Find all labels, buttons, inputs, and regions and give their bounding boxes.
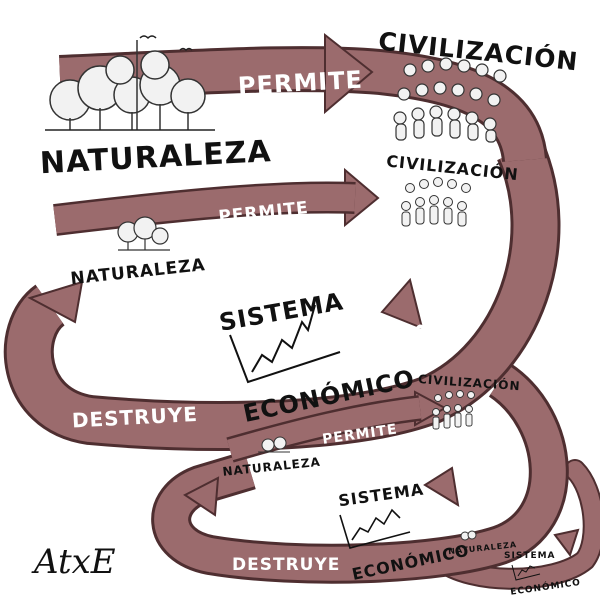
forest-illustration-medium: [117, 216, 170, 251]
permite-label-3: PERMITE: [409, 249, 485, 344]
sistema-label-3: SISTEMA: [504, 551, 556, 561]
forest-illustration-tiny: [460, 530, 477, 541]
economic-chart-icon-small: [511, 564, 541, 581]
spiral-band-4: [429, 459, 600, 590]
arrowhead-lower-left: [183, 476, 220, 517]
economic-chart-icon-large: [229, 304, 341, 384]
naturaleza-label-2: NATURALEZA: [70, 255, 207, 289]
band-segments: [53, 181, 422, 463]
arrowhead-permite-3: [423, 466, 460, 507]
arrowhead-top: [324, 32, 374, 115]
permite-label-1: PERMITE: [237, 66, 363, 101]
permite-label-5: PERMITE: [458, 426, 523, 507]
civilizacion-label-3: CIVILIZACIÓN: [418, 371, 521, 393]
artist-signature: AtxE: [31, 542, 116, 582]
naturaleza-label-1: NATURALEZA: [39, 134, 272, 181]
arrowhead-permite-2: [380, 277, 424, 330]
arrowheads: [27, 32, 580, 558]
crowd-illustration-small: [432, 390, 475, 430]
spiral-band-3: [151, 363, 569, 584]
crowd-illustration-large: [393, 57, 507, 143]
forest-illustration-large: [45, 40, 215, 131]
sistema-label-2: SISTEMA: [337, 480, 425, 511]
arrowhead-left: [27, 280, 84, 324]
economic-chart-icon-medium: [339, 508, 411, 549]
crowd-illustration-medium: [401, 177, 471, 227]
forest-illustration-small: [258, 436, 290, 453]
birds-icon: [139, 35, 193, 52]
arrowhead-small: [553, 528, 580, 558]
sistema-label-1: SISTEMA: [217, 287, 346, 336]
destruye-label-2: DESTRUYE: [232, 555, 340, 575]
